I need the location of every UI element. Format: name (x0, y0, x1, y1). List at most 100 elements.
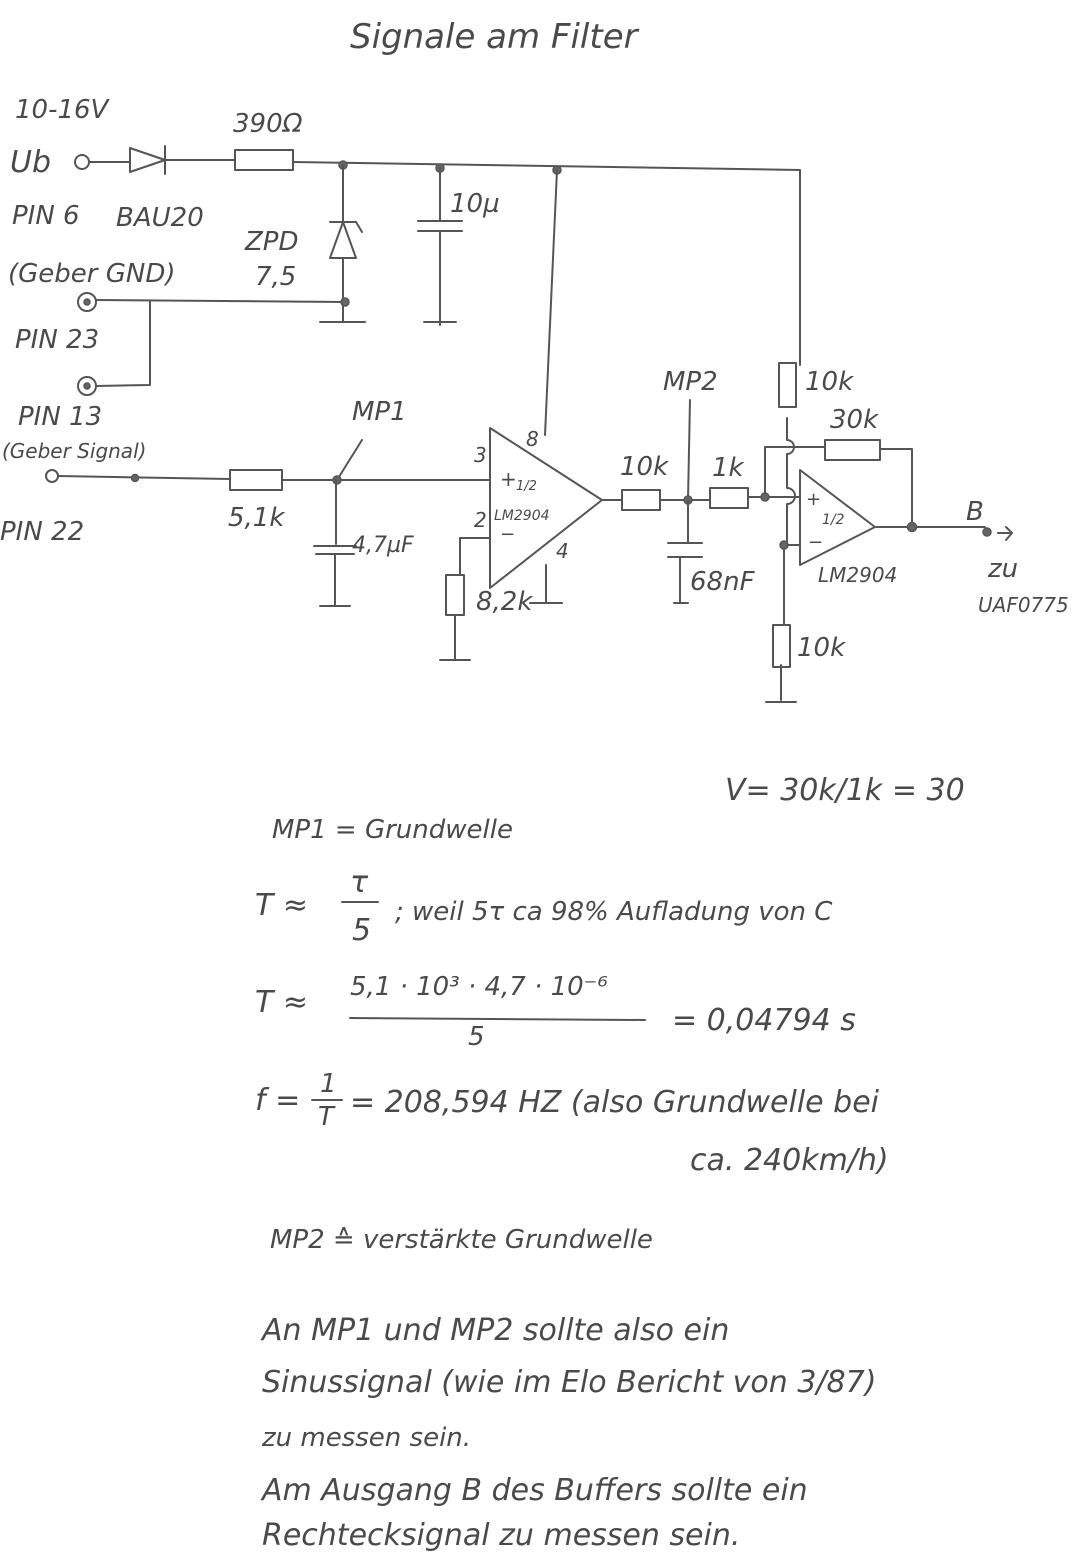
t-lhs: T ≈ (255, 888, 308, 923)
to-chip-label: UAF0775 (978, 593, 1069, 617)
t2-result: = 0,04794 s (672, 1003, 856, 1038)
gnd-wire (95, 299, 346, 387)
t2-denominator: 5 (468, 1022, 485, 1052)
r-out1-label: 10k (620, 452, 669, 482)
f-numerator: 1 (320, 1069, 337, 1099)
note-line: Am Ausgang B des Buffers sollte ein (260, 1473, 808, 1508)
opamp1-minus: − (500, 524, 515, 545)
pin13-terminal (77, 376, 97, 396)
r-top-label: 10k (805, 367, 854, 397)
five: 5 (352, 913, 371, 948)
r-feedback-label: 30k (830, 405, 879, 435)
fraction-bar (349, 1017, 646, 1021)
pin22-label: PIN 22 (0, 517, 84, 547)
to-label: zu (987, 554, 1018, 584)
junction (340, 297, 350, 307)
output-section: 10k MP2 68nF 1k 30k 10k 10k + 1/2 − LM29… (601, 362, 1069, 703)
mp2-wire (659, 399, 711, 501)
opamp2-half: 1/2 (822, 512, 845, 528)
junction (130, 473, 140, 483)
output-label: B (966, 497, 984, 527)
r-input-label: 5,1k (228, 503, 285, 533)
opamp1-type: LM2904 (494, 508, 550, 524)
capacitor-10u (417, 167, 463, 326)
mp2-note: MP2 ≙ verstärkte Grundwelle (270, 1225, 653, 1255)
r-in2-label: 1k (712, 453, 745, 483)
zener-type-label: ZPD (244, 227, 299, 257)
junction (906, 521, 918, 533)
pin23-terminal (77, 292, 97, 312)
notes: V= 30k/1k = 30 MP1 = Grundwelle T ≈ τ 5 … (255, 773, 965, 1553)
pin13-label: PIN 13 (18, 402, 102, 432)
pin13-terminal-center (83, 382, 91, 390)
mp1-label: MP1 (352, 397, 407, 427)
opamp2-plus: + (806, 489, 821, 510)
r-supply-label: 390Ω (233, 109, 303, 139)
note-line: An MP1 und MP2 sollte also ein (260, 1313, 729, 1348)
f-denominator: T (318, 1102, 336, 1132)
diode-bau20 (88, 145, 236, 175)
opamp1-pin3: 3 (474, 443, 487, 467)
resistor-30k (824, 439, 881, 461)
opamp1-pin8: 8 (526, 427, 539, 451)
diode-label: BAU20 (116, 203, 204, 233)
resistor-8k2 (445, 574, 465, 616)
ub-terminal (74, 154, 90, 170)
zener-value-label: 7,5 (255, 262, 296, 292)
output-wire (874, 526, 1013, 541)
resistor-10k-bottom (772, 624, 791, 668)
f-lhs: f = (255, 1083, 300, 1118)
t2-numerator: 5,1 · 10³ · 4,7 · 10⁻⁶ (350, 972, 608, 1002)
resistor-10k-out (621, 489, 661, 511)
mp1-note: MP1 = Grundwelle (272, 815, 513, 845)
tau: τ (350, 865, 369, 900)
resistor-390 (234, 149, 294, 171)
ub-label: Ub (10, 145, 51, 180)
junction (779, 540, 789, 550)
mp2-label: MP2 (663, 367, 718, 397)
resistor-1k (709, 487, 749, 509)
pin22-terminal (45, 469, 59, 483)
divider-wire (765, 417, 801, 703)
page-title: Signale am Filter (350, 17, 640, 57)
pin23-terminal-center (83, 298, 91, 306)
supply-section: 10-16V Ub 390Ω PIN 6 BAU20 ZPD 7,5 10µ (… (2, 95, 801, 463)
capacitor-4u7 (313, 479, 357, 607)
input-section: PIN 22 5,1k MP1 4,7µF 3 2 8 4 + 1/2 LM29… (0, 169, 603, 661)
mp1-wire (281, 439, 491, 481)
opamp2-type: LM2904 (818, 563, 897, 587)
opamp2 (799, 469, 876, 566)
note-line: Rechtecksignal zu messen sein. (262, 1518, 740, 1553)
opamp1-pin2: 2 (474, 508, 487, 532)
c-filter-label: 68nF (690, 567, 756, 597)
opamp2-minus: − (808, 532, 823, 553)
r-opamp1-neg-label: 8,2k (476, 587, 533, 617)
vcc-wire (544, 169, 558, 436)
note-line: zu messen sein. (261, 1423, 471, 1453)
supply-voltage-label: 10-16V (15, 95, 111, 125)
pin23-label: PIN 23 (15, 325, 99, 355)
t-reason: ; weil 5τ ca 98% Aufladung von C (395, 897, 833, 927)
resistor-5k1 (229, 469, 283, 491)
opamp1-pin4: 4 (556, 539, 569, 563)
opamp1-half: 1/2 (516, 479, 537, 494)
supply-rail (292, 161, 801, 366)
output-terminal (982, 527, 992, 537)
pin6-label: PIN 6 (12, 201, 80, 231)
capacitor-68n (667, 499, 703, 604)
geber-signal-label: (Geber Signal) (2, 439, 146, 463)
r-bottom-label: 10k (797, 633, 846, 663)
zener-diode (319, 164, 366, 323)
c-supply-label: 10µ (450, 189, 500, 219)
junction (760, 492, 770, 502)
opamp1-plus: + (500, 467, 517, 491)
c-input-label: 4,7µF (352, 533, 414, 558)
note-line: Sinussignal (wie im Elo Bericht von 3/87… (262, 1365, 876, 1400)
t2-lhs: T ≈ (255, 985, 308, 1020)
signal-wire (57, 475, 231, 480)
gain-note: V= 30k/1k = 30 (725, 773, 965, 808)
opamp1-wires (439, 537, 563, 661)
geber-gnd-label: (Geber GND) (8, 259, 176, 289)
resistor-10k-top (778, 362, 797, 408)
